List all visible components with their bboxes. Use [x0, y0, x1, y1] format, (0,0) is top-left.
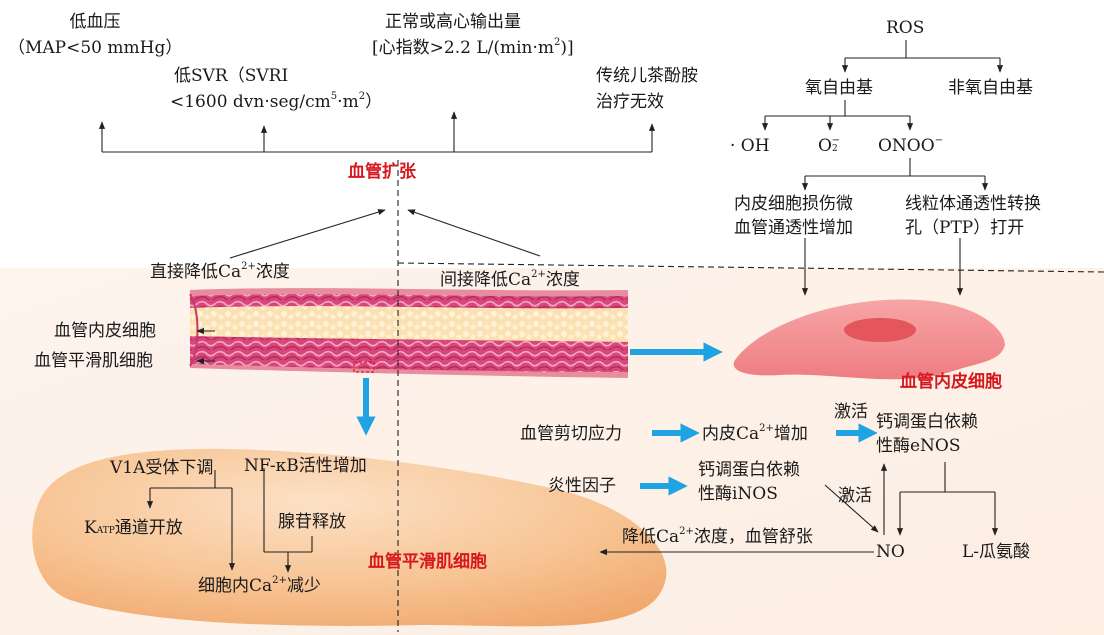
nitric-oxide: NO — [876, 542, 905, 562]
indirect-ca-label: 间接降低Ca2+浓度 — [440, 270, 580, 290]
nfkb-activity: NF-κB活性增加 — [244, 456, 367, 476]
shear-stress: 血管剪切应力 — [520, 424, 622, 444]
endothelial-ca-increase: 内皮Ca2+增加 — [702, 424, 808, 444]
katp-channel-opening: KATP通道开放 — [84, 518, 183, 538]
catecholamine-label-2: 治疗无效 — [596, 92, 664, 112]
endothelial-cell-title: 血管内皮细胞 — [900, 372, 1002, 392]
non-oxygen-radicals: 非氧自由基 — [948, 78, 1033, 98]
map-threshold: （MAP<50 mmHg） — [8, 38, 182, 58]
vessel-endothelial-label: 血管内皮细胞 — [54, 321, 156, 341]
superoxide: O2− — [818, 136, 840, 156]
svri-threshold: <1600 dvn·seg/cm5·m2） — [170, 92, 382, 112]
endothelial-damage-2: 血管通透性增加 — [734, 218, 853, 238]
l-citrulline: L-瓜氨酸 — [962, 542, 1030, 562]
activate-label-2: 激活 — [838, 486, 872, 506]
enos-line-1: 钙调蛋白依赖 — [876, 412, 978, 432]
direct-ca-label: 直接降低Ca2+浓度 — [150, 262, 290, 282]
ros-title: ROS — [886, 18, 924, 38]
cardiac-index-threshold: [心指数>2.2 L/(min·m2)] — [372, 38, 574, 58]
catecholamine-label-1: 传统儿茶酚胺 — [596, 66, 698, 86]
cardiac-output-label: 正常或高心输出量 — [385, 12, 521, 32]
endothelial-damage-1: 内皮细胞损伤微 — [734, 194, 853, 214]
enos-line-2: 性酶eNOS — [876, 436, 961, 456]
oxygen-radicals: 氧自由基 — [805, 78, 873, 98]
inflammatory-factors: 炎性因子 — [548, 476, 616, 496]
peroxynitrite: ONOO− — [878, 136, 943, 156]
svr-label: 低SVR（SVRI — [174, 66, 288, 86]
hydroxyl-radical: · OH — [730, 136, 770, 156]
ptp-label-1: 线粒体通透性转换 — [905, 194, 1041, 214]
activate-label-1: 激活 — [834, 402, 868, 422]
vessel-smooth-muscle-label: 血管平滑肌细胞 — [34, 351, 153, 371]
vessel-illustration — [190, 288, 628, 378]
inos-line-1: 钙调蛋白依赖 — [698, 460, 800, 480]
vasodilation-title: 血管扩张 — [348, 162, 416, 182]
intracellular-ca-decrease: 细胞内Ca2+减少 — [198, 576, 321, 596]
inos-line-2: 性酶iNOS — [698, 484, 778, 504]
adenosine-release: 腺苷释放 — [278, 512, 346, 532]
v1a-downregulation: V1A受体下调 — [110, 458, 213, 478]
ptp-label-2: 孔（PTP）打开 — [905, 218, 1024, 238]
relaxation-label: 降低Ca2+浓度，血管舒张 — [622, 527, 813, 547]
hypotension-label: 低血压 — [40, 12, 150, 32]
smooth-muscle-title: 血管平滑肌细胞 — [368, 552, 487, 572]
